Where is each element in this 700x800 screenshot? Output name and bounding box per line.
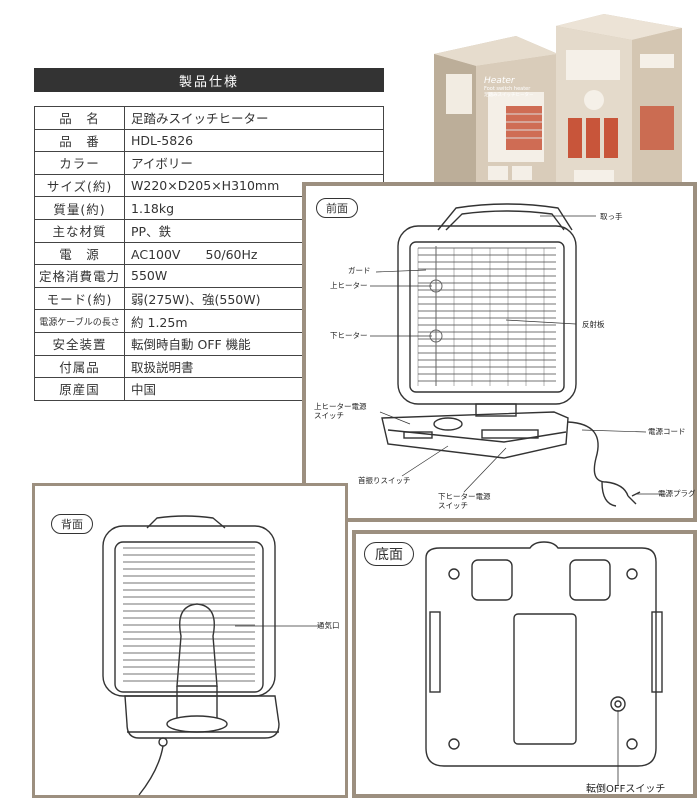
front-heater-illustration: [370, 203, 666, 507]
spec-key: 電 源: [33, 241, 126, 266]
bottom-view-panel: 底面 転倒OFFスイッチ: [352, 530, 697, 798]
label-upper-switch: 上ヒーター電源 スイッチ: [314, 402, 367, 421]
spec-row: 品 名足踏みスイッチヒーター: [33, 106, 384, 130]
back-view-panel: 背面 通気口: [32, 483, 348, 798]
label-upper-heater: 上ヒーター: [330, 281, 368, 290]
label-power-plug: 電源プラグ: [658, 489, 696, 498]
label-swing-switch: 首振りスイッチ: [358, 476, 411, 485]
spec-key: 主な材質: [33, 218, 126, 243]
label-lower-heater: 下ヒーター: [330, 331, 368, 340]
label-tip-switch: 転倒OFFスイッチ: [586, 784, 666, 795]
package-line2: 足踏みスイッチヒーター: [484, 93, 534, 98]
label-reflector: 反射板: [582, 320, 605, 329]
spec-value: 足踏みスイッチヒーター: [124, 106, 384, 130]
spec-key: 質量(約): [33, 196, 126, 220]
spec-key: サイズ(約): [33, 173, 126, 198]
spec-key: カラー: [33, 151, 126, 175]
package-line1: Foot switch heater: [484, 86, 531, 92]
spec-row: カラーアイボリー: [33, 151, 384, 175]
label-handle: 取っ手: [600, 212, 623, 221]
spec-key: 安全装置: [33, 331, 126, 356]
spec-value: HDL-5826: [124, 128, 384, 153]
spec-key: 電源ケーブルの長さ: [33, 309, 126, 333]
front-view-panel: 前面 取っ手 ガード 上ヒーター 反射板 下ヒーター 上ヒーター電源 スイッチ …: [302, 182, 697, 522]
package-photo: Heater Foot switch heater 足踏みスイッチヒーター: [426, 14, 688, 208]
spec-key: 原産国: [33, 377, 126, 401]
spec-key: 品 番: [33, 128, 126, 153]
spec-value: アイボリー: [124, 151, 384, 175]
spec-key: モード(約): [33, 286, 126, 311]
label-vent: 通気口: [317, 621, 340, 630]
bottom-title: 底面: [364, 542, 414, 566]
spec-key: 品 名: [33, 106, 126, 130]
label-lower-switch: 下ヒーター電源 スイッチ: [438, 492, 491, 511]
label-power-cord: 電源コード: [648, 427, 686, 436]
package-brand: Heater: [484, 76, 515, 86]
spec-header: 製品仕様: [34, 68, 384, 92]
spec-key: 付属品: [33, 354, 126, 379]
back-title: 背面: [51, 514, 93, 534]
bottom-heater-illustration: [425, 541, 663, 786]
spec-key: 定格消費電力: [33, 264, 126, 288]
label-guard: ガード: [348, 266, 371, 275]
back-heater-illustration: [102, 515, 321, 796]
front-title: 前面: [316, 198, 358, 218]
